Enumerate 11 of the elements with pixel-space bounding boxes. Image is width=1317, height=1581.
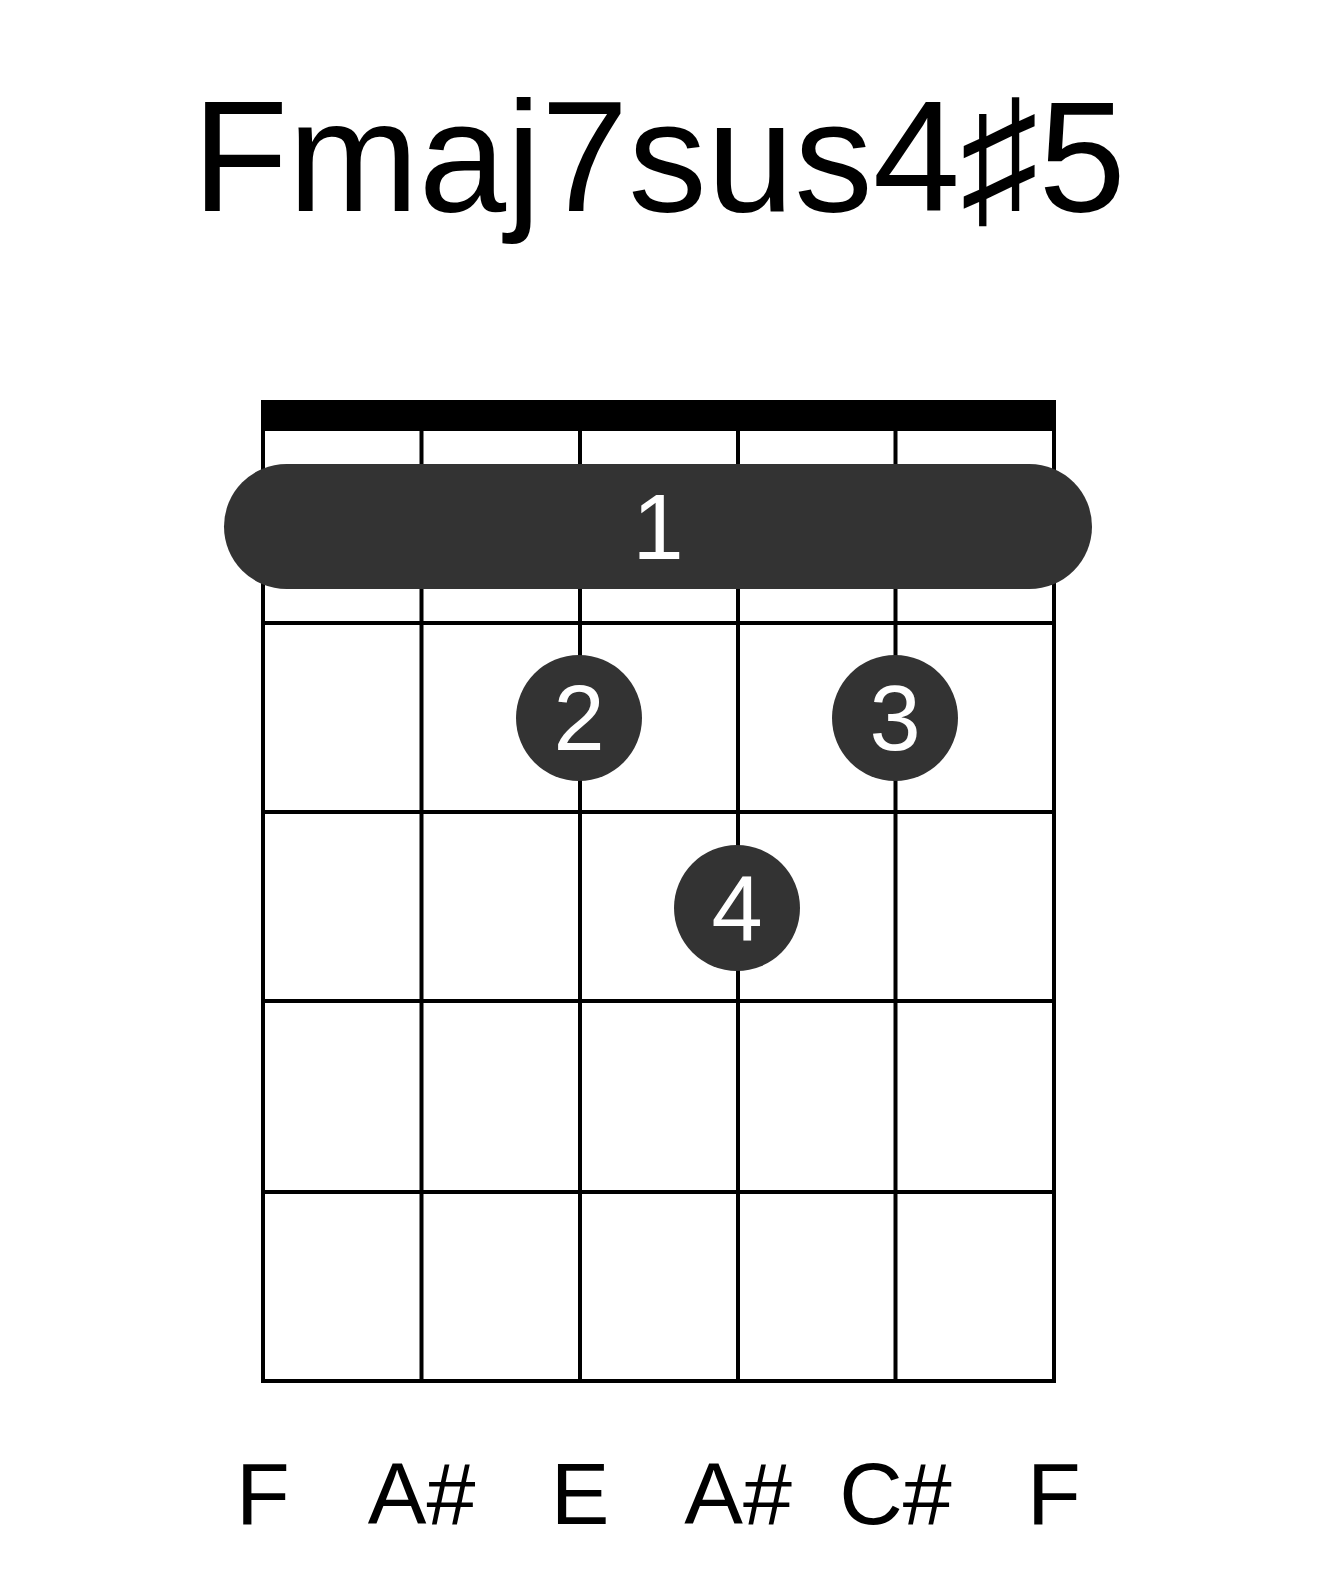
chord-title: Fmaj7sus4♯5 xyxy=(191,68,1127,246)
finger-number: 2 xyxy=(553,672,605,764)
note-name: E xyxy=(550,1450,610,1538)
finger-number: 4 xyxy=(711,862,763,954)
note-name: F xyxy=(236,1450,290,1538)
note-name: C# xyxy=(839,1450,952,1538)
note-name: F xyxy=(1027,1450,1081,1538)
finger-number: 3 xyxy=(869,672,921,764)
finger-number: 1 xyxy=(632,480,684,573)
note-name: A# xyxy=(684,1450,792,1538)
note-name: A# xyxy=(367,1450,476,1538)
